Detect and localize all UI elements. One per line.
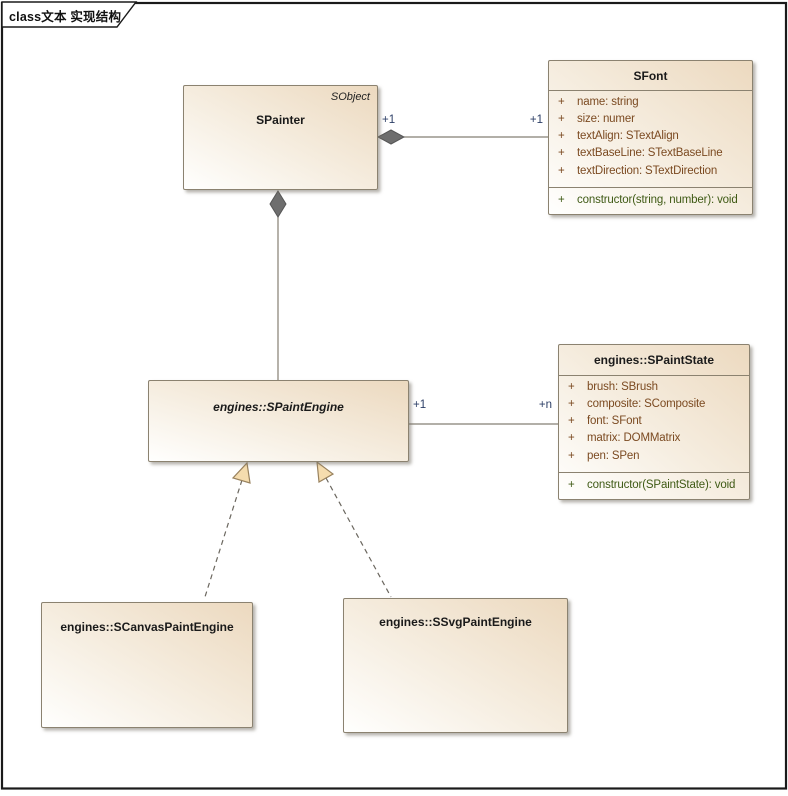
class-name-scanvaspaintengine: engines::SCanvasPaintEngine <box>60 620 234 634</box>
class-name-spaintstate: engines::SPaintState <box>593 353 715 367</box>
connector-svg-generalization[interactable] <box>325 477 392 598</box>
class-box-spainter[interactable]: SObject SPainter <box>183 85 378 190</box>
attribute-row: +composite: SComposite <box>568 397 706 410</box>
class-box-scanvaspaintengine[interactable]: engines::SCanvasPaintEngine <box>41 602 253 728</box>
class-box-spaintengine[interactable]: engines::SPaintEngine <box>148 380 409 462</box>
multiplicity-painter-font-target: +1 <box>529 114 543 126</box>
composition-diamond-painter-font[interactable] <box>376 129 406 145</box>
class-name-spainter: SPainter <box>256 113 305 127</box>
class-name-sfont: SFont <box>633 68 668 83</box>
attribute-row: +matrix: DOMMatrix <box>568 432 681 445</box>
attribute-row: +name: string <box>558 95 639 108</box>
class-box-spaintstate[interactable]: engines::SPaintState +brush: SBrush +com… <box>558 344 750 500</box>
composition-diamond-painter-engine[interactable] <box>269 190 287 218</box>
attribute-row: +textBaseLine: STextBaseLine <box>558 147 723 160</box>
multiplicity-painter-font-source: +1 <box>382 114 396 126</box>
attribute-row: +brush: SBrush <box>568 380 658 393</box>
diagram-frame-tab <box>1 1 138 28</box>
stereotype-label: SObject <box>330 91 370 103</box>
operations-compartment: +constructor(SPaintState): void <box>559 472 749 498</box>
operation-row: +constructor(string, number): void <box>558 194 738 206</box>
attribute-row: +font: SFont <box>568 415 642 428</box>
attributes-compartment: +name: string +size: numer +textAlign: S… <box>549 90 752 187</box>
attributes-compartment: +brush: SBrush +composite: SComposite +f… <box>559 375 749 472</box>
attribute-row: +textAlign: STextAlign <box>558 130 679 143</box>
class-box-ssvgpaintengine[interactable]: engines::SSvgPaintEngine <box>343 598 568 733</box>
class-name-spaintengine: engines::SPaintEngine <box>213 400 344 414</box>
class-name-ssvgpaintengine: engines::SSvgPaintEngine <box>379 615 532 629</box>
generalization-triangle-canvas[interactable] <box>231 461 251 484</box>
multiplicity-engine-state-source: +1 <box>413 399 427 411</box>
attribute-row: +size: numer <box>558 112 635 125</box>
operation-row: +constructor(SPaintState): void <box>568 479 736 491</box>
attribute-row: +textDirection: STextDirection <box>558 164 718 177</box>
attribute-row: +pen: SPen <box>568 449 640 462</box>
multiplicity-engine-state-target: +n <box>538 399 552 411</box>
operations-compartment: +constructor(string, number): void <box>549 187 752 213</box>
diagram-tab-label: class文本 实现结构 <box>9 10 122 24</box>
class-box-sfont[interactable]: SFont +name: string +size: numer +textAl… <box>548 60 753 215</box>
connector-canvas-generalization[interactable] <box>203 479 243 601</box>
generalization-triangle-svg[interactable] <box>316 460 335 483</box>
